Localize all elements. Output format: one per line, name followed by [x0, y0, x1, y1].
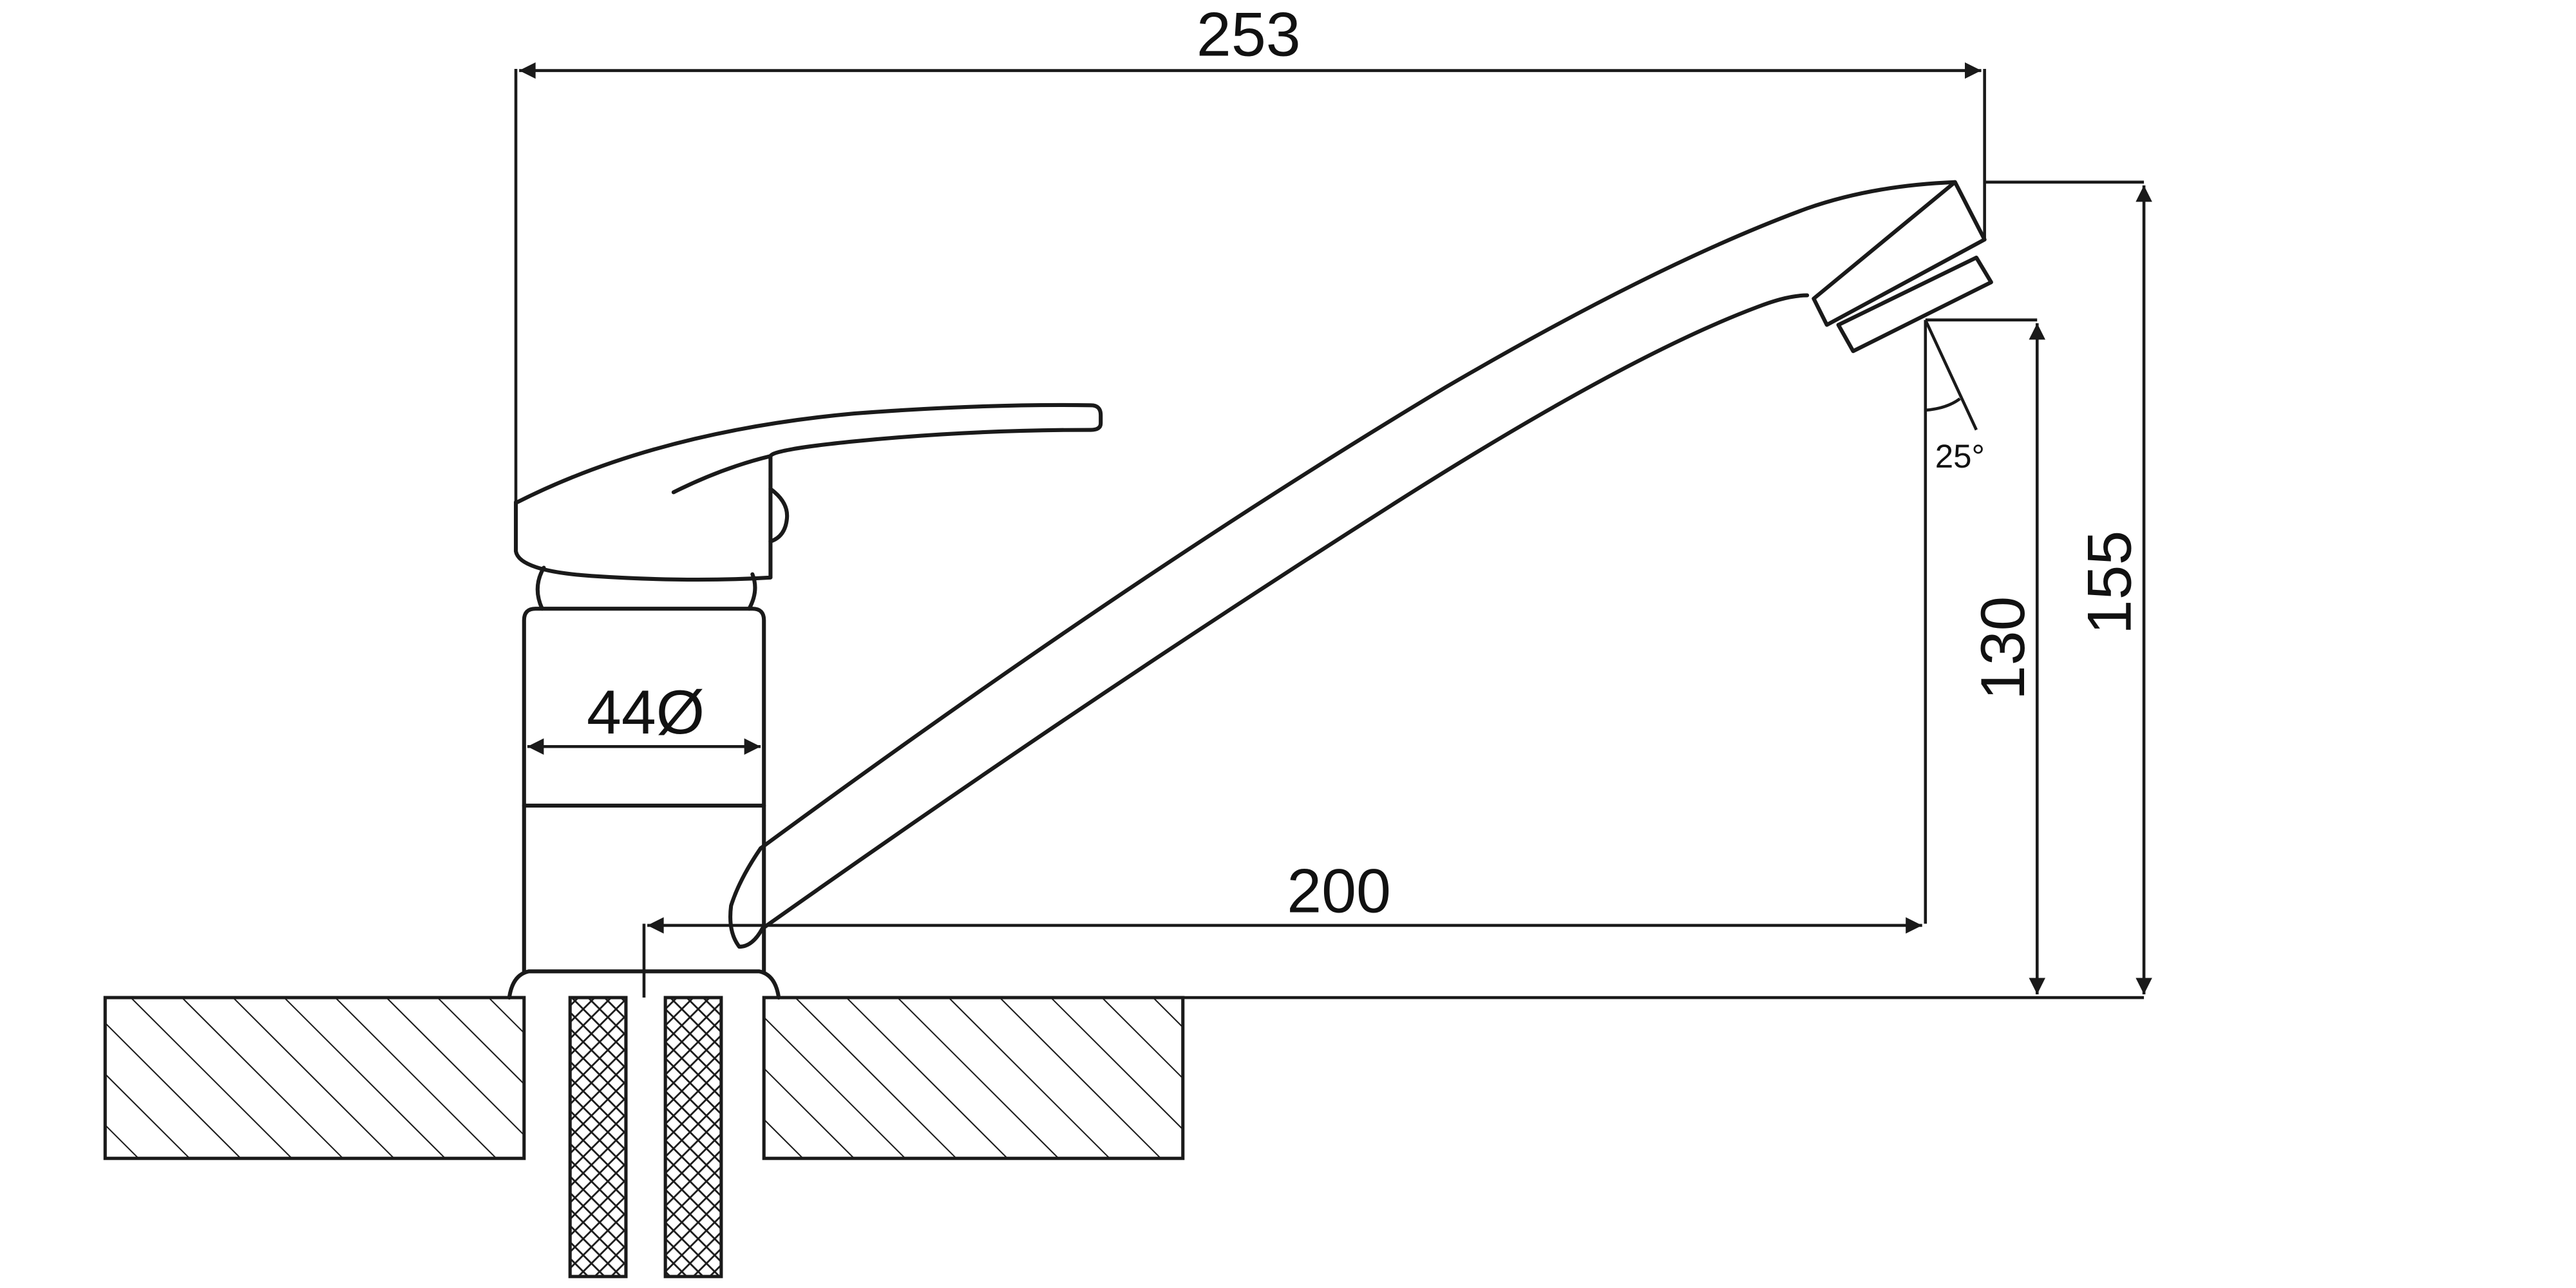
- dimension-label-130: 130: [1967, 596, 2038, 701]
- dimension-spout-reach: 200: [642, 319, 1927, 998]
- lever-handle: [513, 402, 1103, 582]
- dimension-overall-height: 155: [1984, 180, 2152, 994]
- aerator-tip: [1812, 180, 1993, 354]
- countertop-left: [103, 996, 526, 1160]
- dimension-outlet-height: 130: [1925, 318, 2046, 994]
- dimension-label-44: 44Ø: [587, 677, 705, 747]
- dimension-label-155: 155: [2074, 531, 2145, 635]
- countertop-right: [762, 996, 1185, 1160]
- dimension-outlet-angle: 25°: [1924, 319, 1985, 475]
- dimension-overall-reach: 253: [514, 0, 1986, 502]
- dimension-label-253: 253: [1197, 0, 1301, 70]
- supply-hose-left: [568, 996, 628, 1278]
- spout: [728, 180, 1957, 949]
- dimension-label-25: 25°: [1935, 438, 1985, 475]
- supply-hose-right: [663, 996, 723, 1278]
- faucet-body: [522, 565, 766, 974]
- dimension-body-diameter: 44Ø: [527, 677, 761, 755]
- dimension-label-200: 200: [1287, 856, 1391, 926]
